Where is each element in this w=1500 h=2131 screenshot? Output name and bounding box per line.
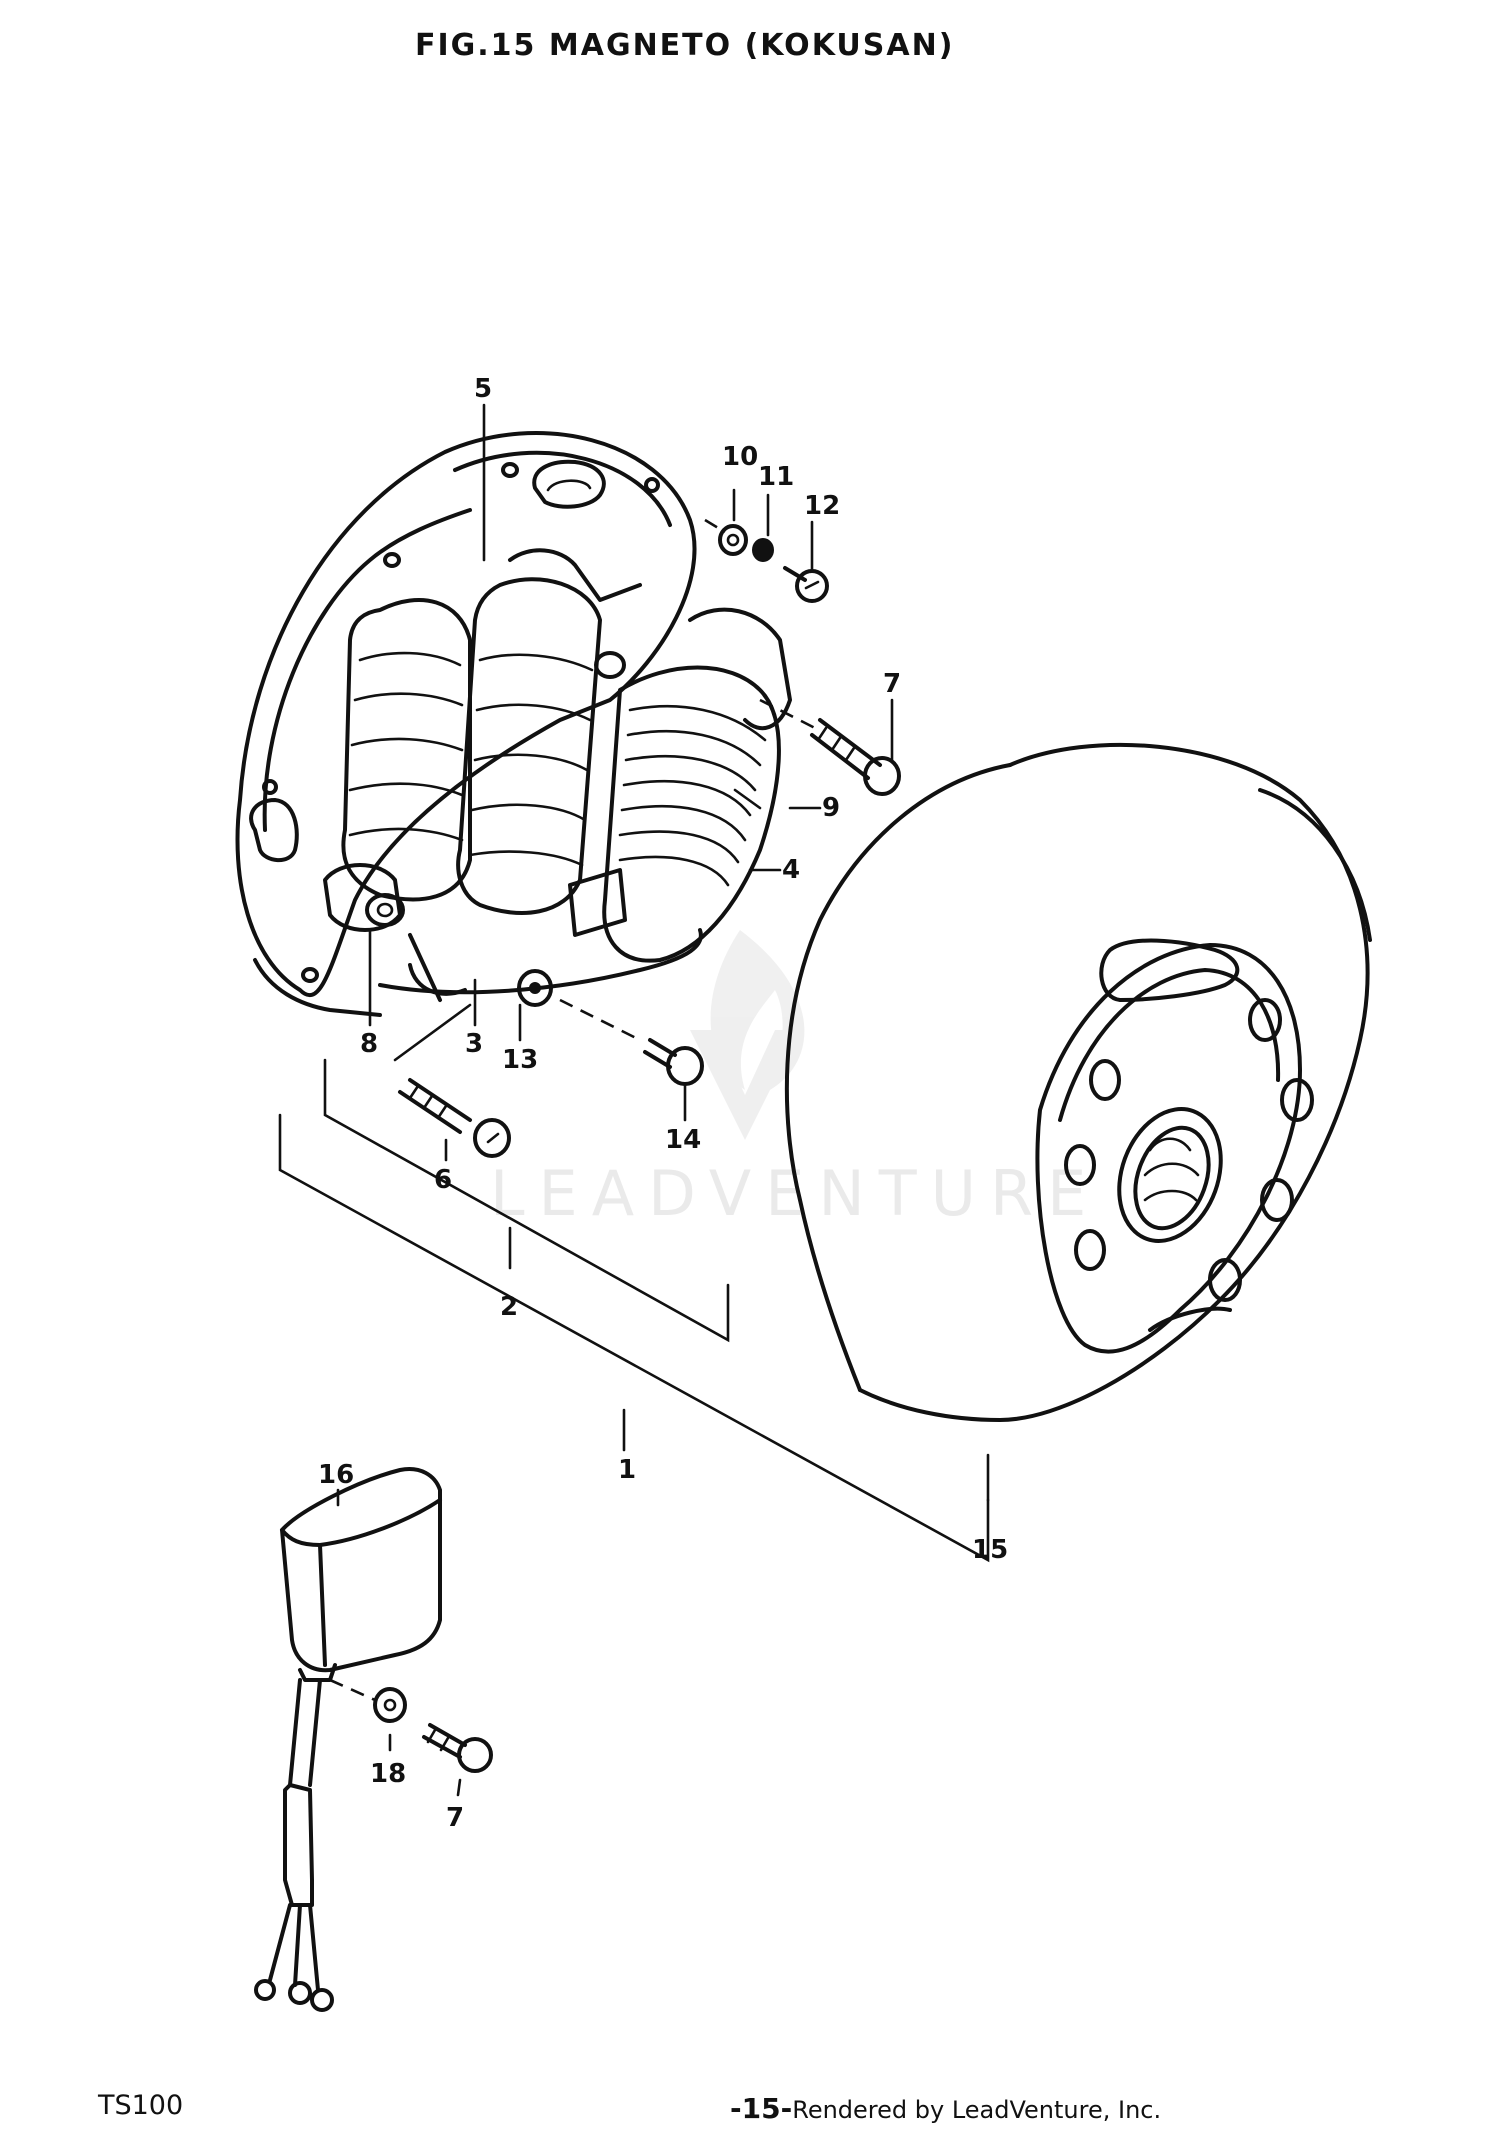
rendered-by-credit: Rendered by LeadVenture, Inc. [792,2096,1162,2124]
callout-10: 10 [722,442,758,472]
callout-3: 3 [465,1029,483,1059]
stator-screw-13-14 [517,969,704,1086]
callout-16: 16 [318,1460,354,1490]
callout-13: 13 [502,1045,538,1075]
assembly-bracket-2 [323,1058,730,1343]
callout-18: 18 [370,1759,406,1789]
stator-screw-6 [398,1078,511,1158]
watermark-text: LEADVENTURE [490,1157,1100,1230]
stator-screw-7 [759,698,901,796]
callout-2: 2 [500,1292,518,1322]
cdi-unit-16 [254,1467,493,2012]
callout-5: 5 [474,374,492,404]
callout-1: 1 [618,1455,636,1485]
callout-6: 6 [434,1165,452,1195]
stator-screw-10-11-12 [704,518,829,603]
callout-14: 14 [665,1125,701,1155]
flywheel-rotor-15 [784,742,1372,1422]
leader-lines [336,403,894,1797]
lighting-coil-left [323,598,472,932]
footer-page-credit: -15-Rendered by LeadVenture, Inc. [730,2092,1161,2125]
breaker-point-8 [365,893,467,996]
callout-4: 4 [782,855,800,885]
callout-9: 9 [822,793,840,823]
lighting-coil-center [456,548,642,915]
leadventure-watermark: LEADVENTURE [490,930,1100,1230]
callout-7: 7 [883,669,901,699]
callout-12: 12 [804,491,840,521]
callout-15: 15 [972,1535,1008,1565]
page-number: -15- [730,2092,793,2125]
ignition-coil-right [378,607,792,1002]
assembly-bracket-1 [278,1113,990,1563]
model-label: TS100 [98,2090,184,2121]
callout-8: 8 [360,1029,378,1059]
callout-17: 7 [446,1803,464,1833]
callout-11: 11 [758,462,794,492]
figure-title: FIG.15 MAGNETO (KOKUSAN) [415,28,955,63]
stator-base-plate [235,431,697,1017]
